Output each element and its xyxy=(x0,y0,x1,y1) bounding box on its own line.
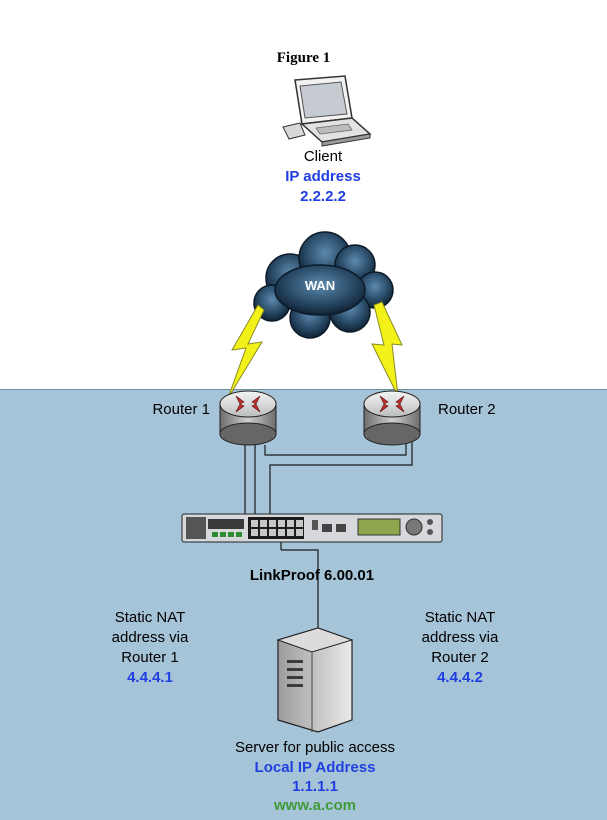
client-ip-label: IP address xyxy=(285,168,361,185)
linkproof-label: LinkProof 6.00.01 xyxy=(249,567,375,584)
nat-right-line1: Static NAT xyxy=(424,609,496,626)
nat-left-line3: Router 1 xyxy=(121,649,179,666)
nat-left-line2: address via xyxy=(111,629,189,646)
router-1-icon xyxy=(219,390,277,446)
lightning-right-icon xyxy=(371,301,403,397)
client-label: Client xyxy=(303,148,343,165)
client-ip-value: 2.2.2.2 xyxy=(300,188,346,205)
server-label: Server for public access xyxy=(234,739,396,756)
wan-cloud-icon xyxy=(253,231,394,339)
server-ip-value: 1.1.1.1 xyxy=(292,778,338,795)
linkproof-device-icon xyxy=(181,513,443,543)
lan-zone xyxy=(0,389,607,820)
nat-left-line1: Static NAT xyxy=(114,609,186,626)
nat-right-line3: Router 2 xyxy=(431,649,489,666)
nat-right-ip: 4.4.4.2 xyxy=(437,669,483,686)
server-icon xyxy=(276,627,354,733)
router-2-label: Router 2 xyxy=(438,401,496,418)
wan-label: WAN xyxy=(304,278,336,293)
nat-left-ip: 4.4.4.1 xyxy=(127,669,173,686)
server-url: www.a.com xyxy=(274,797,356,814)
router-1-label: Router 1 xyxy=(152,401,210,418)
lightning-left-icon xyxy=(227,304,265,399)
laptop-icon xyxy=(282,75,372,147)
router-2-icon xyxy=(363,390,421,446)
figure-title: Figure 1 xyxy=(276,50,331,66)
server-ip-label: Local IP Address xyxy=(254,759,376,776)
nat-right-line2: address via xyxy=(421,629,499,646)
